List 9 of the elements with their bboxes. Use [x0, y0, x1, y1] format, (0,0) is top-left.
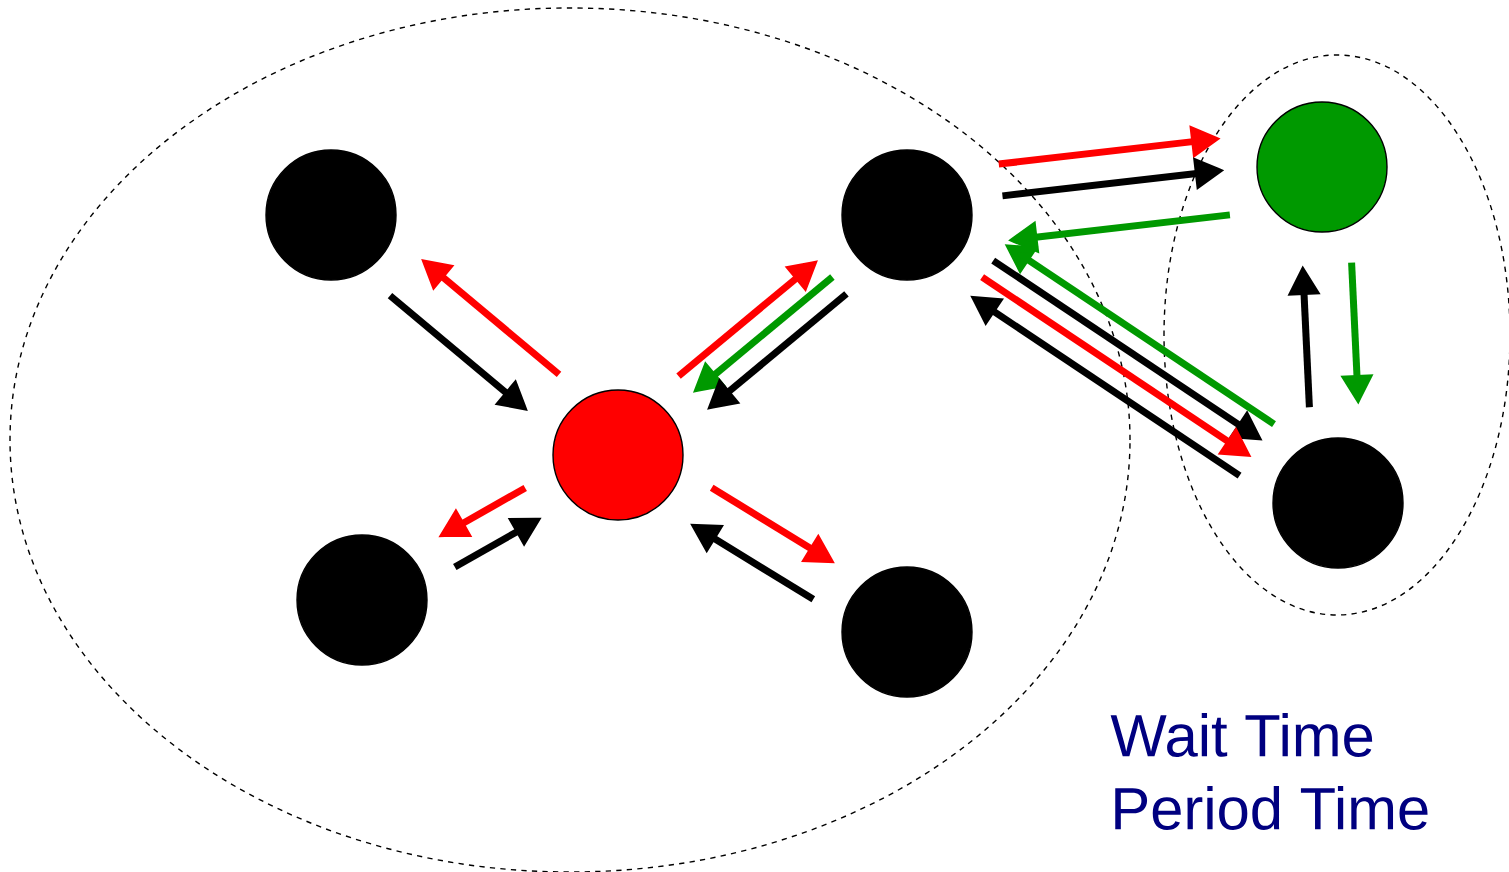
circle	[265, 149, 397, 281]
circle	[841, 566, 973, 698]
label-text: Wait Time	[1110, 713, 1373, 757]
circle	[296, 534, 428, 666]
circle	[552, 389, 684, 521]
circle	[841, 149, 973, 281]
circle	[1256, 101, 1388, 233]
circle	[1272, 437, 1404, 569]
label-text: Period Time	[1115, 786, 1428, 830]
